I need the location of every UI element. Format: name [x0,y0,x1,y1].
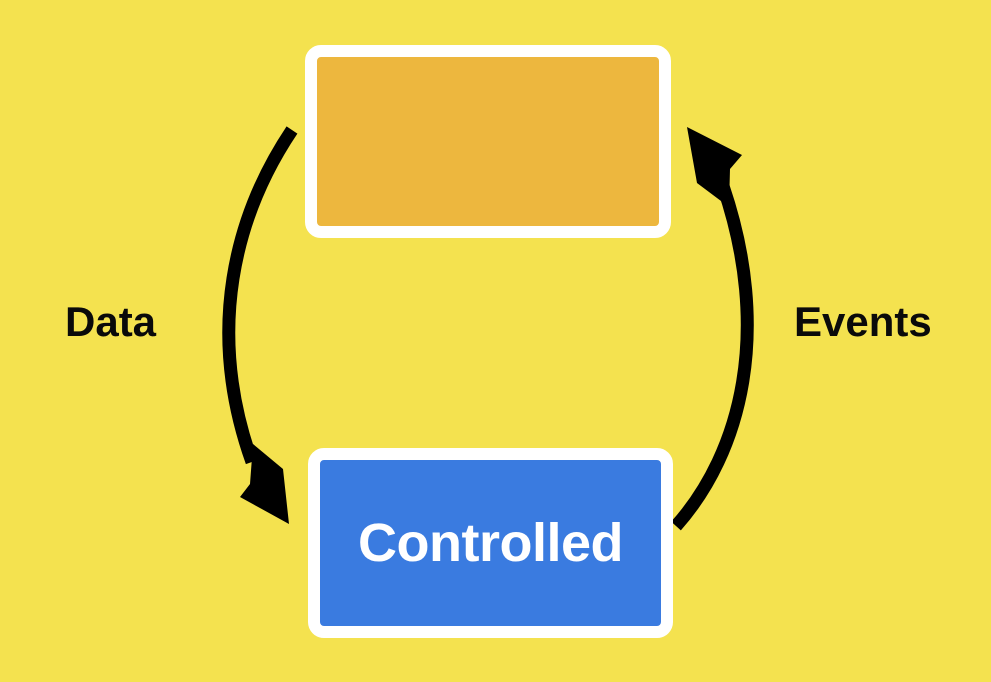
node-label-controlled: Controlled [358,513,623,573]
data-arrowhead [240,444,289,524]
data-arrow-curve [222,126,298,465]
node-box-controlled[interactable]: Controlled [308,448,673,638]
node-box-source[interactable] [305,45,671,238]
events-arrow[interactable] [671,127,754,531]
events-arrow-curve [671,183,754,531]
edge-label-events: Events [794,298,932,345]
edge-label-data: Data [65,298,157,345]
events-arrowhead [687,127,742,207]
data-arrow[interactable] [222,126,298,524]
